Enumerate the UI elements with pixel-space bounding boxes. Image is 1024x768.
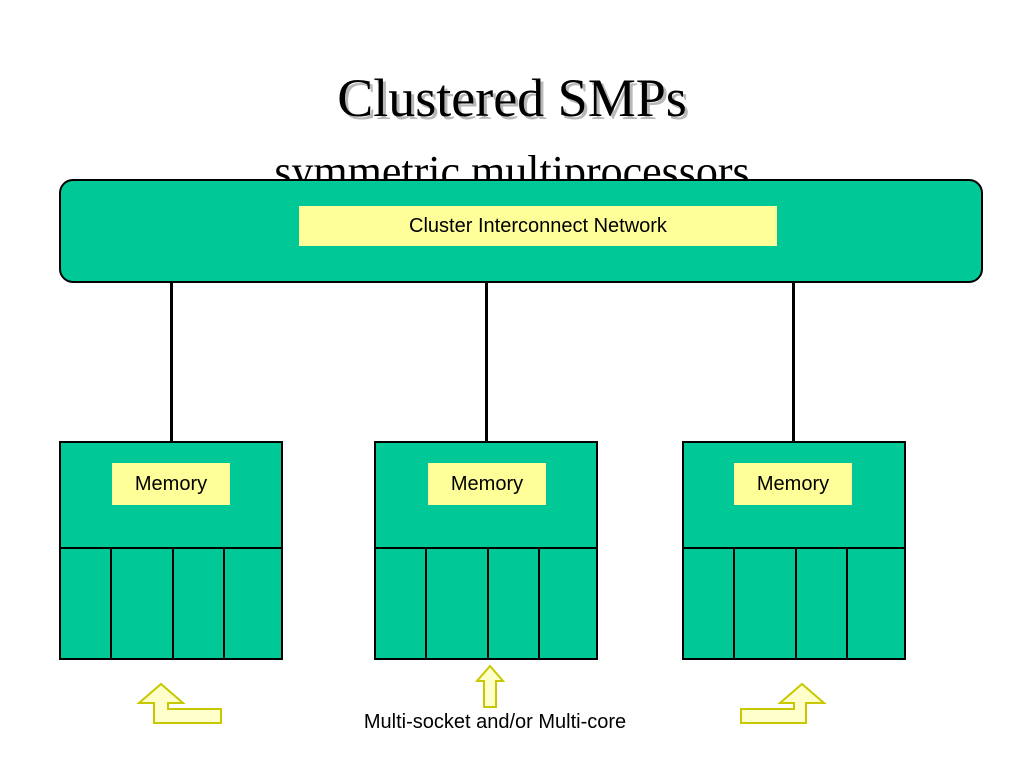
memory-label: Memory — [734, 463, 852, 505]
smp-node-1: Memory — [59, 441, 283, 660]
processor-core — [540, 549, 596, 660]
network-link-1 — [170, 281, 173, 443]
slide-title: Clustered SMPs — [337, 68, 687, 128]
memory-label: Memory — [112, 463, 230, 505]
processor-core — [225, 549, 281, 660]
core-row — [684, 547, 904, 660]
processor-core — [489, 549, 540, 660]
network-link-3 — [792, 281, 795, 443]
core-row — [376, 547, 596, 660]
network-label: Cluster Interconnect Network — [299, 206, 777, 246]
processor-core — [684, 549, 735, 660]
processor-core — [376, 549, 427, 660]
up-arrow-icon — [475, 664, 505, 708]
caption: Multi-socket and/or Multi-core — [363, 711, 627, 733]
smp-node-3: Memory — [682, 441, 906, 660]
processor-core — [427, 549, 489, 660]
smp-node-2: Memory — [374, 441, 598, 660]
processor-core — [61, 549, 112, 660]
core-row — [61, 547, 281, 660]
network-link-2 — [485, 281, 488, 443]
cluster-interconnect-network: Cluster Interconnect Network — [59, 179, 983, 283]
processor-core — [174, 549, 225, 660]
processor-core — [848, 549, 904, 660]
memory-label: Memory — [428, 463, 546, 505]
bent-up-arrow-icon — [740, 682, 827, 724]
processor-core — [112, 549, 174, 660]
processor-core — [797, 549, 848, 660]
processor-core — [735, 549, 797, 660]
bent-up-arrow-icon — [136, 682, 222, 724]
